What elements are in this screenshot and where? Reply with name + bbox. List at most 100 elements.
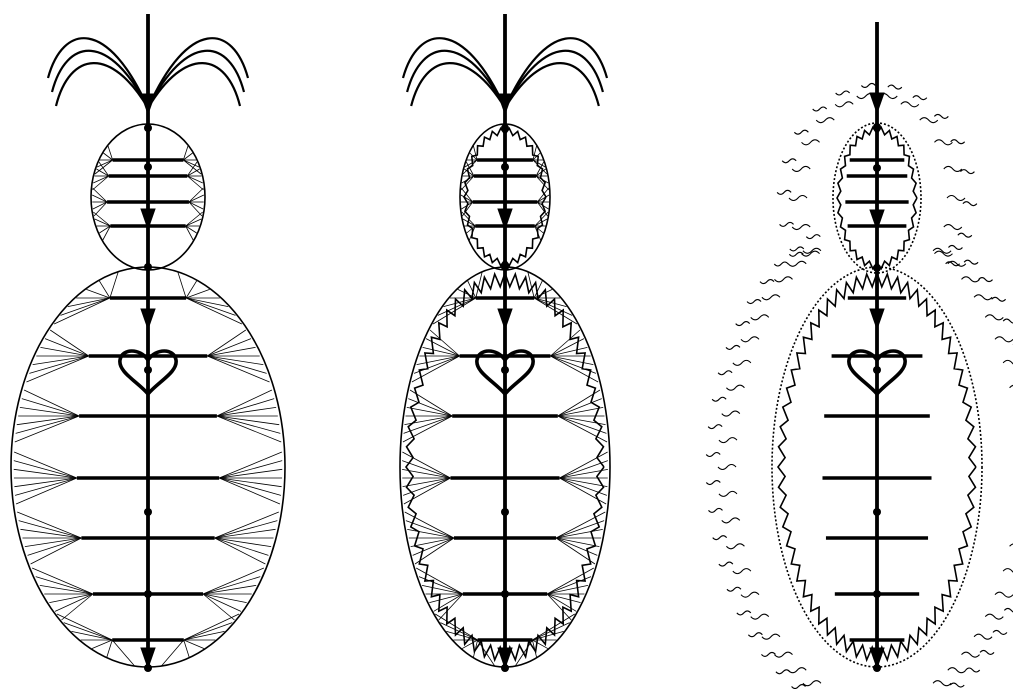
top-arrowhead (870, 93, 884, 113)
fan-line (40, 585, 93, 594)
fan-line (439, 594, 463, 620)
fan-line (26, 356, 88, 382)
fan-line (203, 594, 241, 611)
wavy-line (962, 652, 980, 657)
wavy-line (762, 634, 780, 639)
fan-line (417, 356, 460, 365)
fan-line (558, 399, 602, 416)
fan-line (92, 195, 107, 202)
wavy-line (958, 233, 972, 237)
fan-line (40, 347, 88, 356)
wavy-line (760, 280, 774, 284)
wavy-line (962, 277, 980, 282)
crown-curve (505, 38, 607, 108)
wavy-line (774, 277, 792, 282)
axis-node (144, 366, 152, 374)
axis-node (501, 366, 509, 374)
axis-node (144, 664, 152, 672)
wavy-line (913, 96, 927, 100)
wavy-line (964, 260, 978, 264)
wavy-line (706, 453, 720, 457)
fan-line (55, 594, 93, 611)
axis-node (501, 664, 509, 672)
wavy-line (947, 196, 965, 201)
fan-line (186, 212, 203, 226)
fan-line (93, 212, 110, 226)
fan-line (189, 202, 203, 209)
crown-curve (148, 38, 248, 108)
fan-line (93, 176, 109, 183)
axis-node (144, 263, 152, 271)
axis-node (144, 508, 152, 516)
fan-line (423, 347, 460, 356)
wavy-line (1003, 360, 1013, 365)
wavy-line (792, 685, 806, 689)
fan-line (550, 356, 593, 365)
fan-line (28, 538, 82, 555)
wavy-line (966, 668, 980, 672)
fan-line (550, 356, 598, 382)
wavy-line (741, 592, 759, 597)
axis-node (873, 366, 881, 374)
wavy-line (974, 295, 992, 300)
fan-line (207, 356, 269, 382)
fan-line (189, 188, 203, 202)
fan-line (560, 452, 608, 478)
fan-line (547, 568, 594, 594)
fan-line (32, 568, 93, 594)
axis-node (501, 124, 509, 132)
axis-node (873, 264, 881, 272)
fan-line (550, 347, 587, 356)
fan-line (547, 594, 576, 611)
top-arrowhead (141, 94, 155, 114)
fan-line (20, 529, 81, 538)
fan-line (207, 356, 263, 365)
crown-curve (48, 38, 148, 108)
wavy-line (774, 262, 788, 266)
fan-line (219, 478, 281, 495)
fan-line (550, 356, 595, 373)
fan-line (217, 416, 281, 442)
fan-line (558, 416, 607, 442)
figure-3 (706, 22, 1013, 689)
fan-line (403, 416, 452, 442)
axis-node (144, 124, 152, 132)
wavy-line (727, 587, 741, 591)
wavy-line (934, 140, 952, 145)
fan-line (416, 568, 463, 594)
wavy-line (776, 670, 790, 674)
fan-line (219, 461, 282, 478)
fan-line (92, 176, 108, 190)
wavy-line (813, 107, 827, 111)
wavy-line (888, 85, 902, 89)
fan-line (203, 577, 260, 594)
wavy-line (944, 225, 962, 230)
fan-line (33, 356, 89, 365)
fan-line (547, 585, 588, 594)
wavy-line (736, 322, 750, 326)
axis-node (873, 664, 881, 672)
fan-line (217, 399, 274, 416)
wavy-line (980, 650, 994, 654)
crown-curve (403, 38, 505, 108)
wavy-line (733, 360, 751, 365)
wavy-line (1003, 319, 1013, 323)
axis-node (873, 123, 881, 131)
fan-line (217, 416, 280, 433)
fan-line (15, 478, 77, 495)
fan-line (414, 356, 459, 373)
fan-line (36, 577, 93, 594)
fan-line (408, 399, 452, 416)
body-arrowhead (141, 309, 155, 329)
fan-line (215, 512, 279, 538)
fan-line (107, 640, 112, 657)
fan-line (14, 452, 77, 478)
wavy-line (792, 225, 810, 230)
axis-node (873, 508, 881, 516)
wavy-line (835, 102, 853, 107)
wavy-line (861, 83, 875, 87)
fan-line (187, 176, 203, 183)
wavy-line (963, 202, 977, 206)
fan-line (184, 640, 189, 657)
